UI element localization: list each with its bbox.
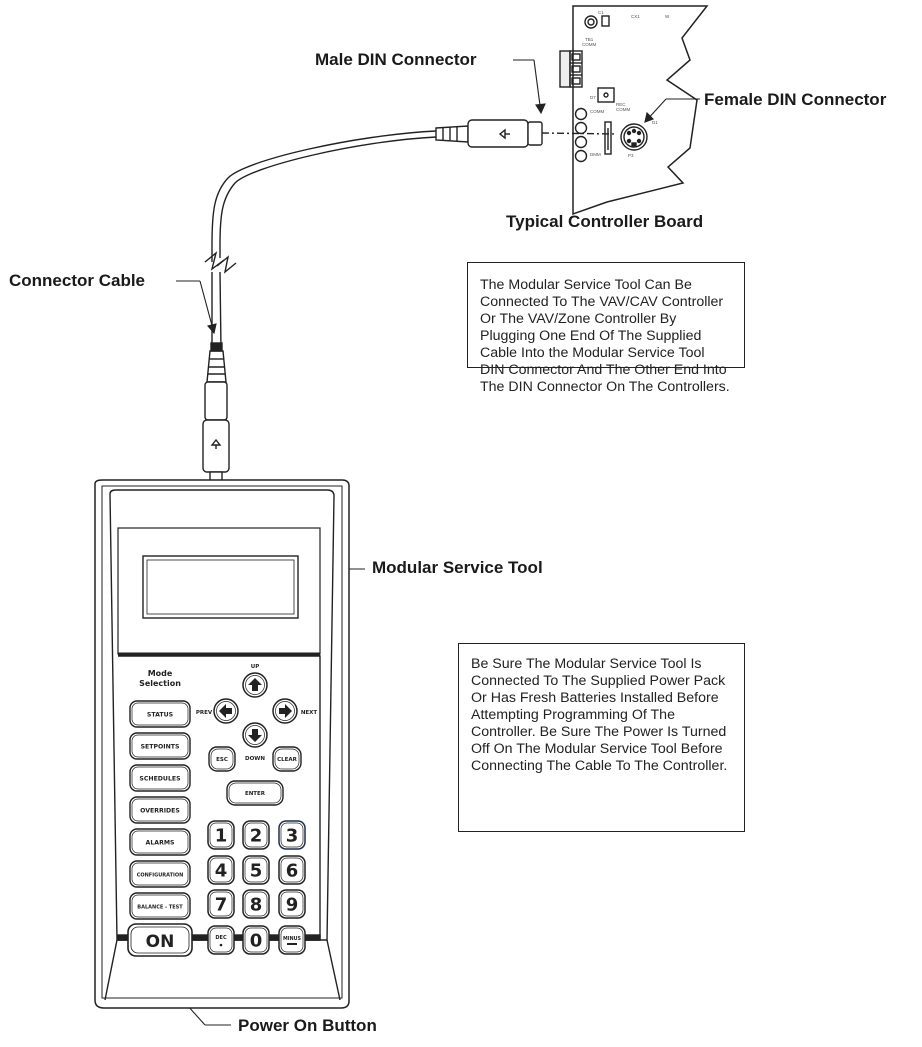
mode-button-alarms[interactable]: ALARMS [129, 828, 191, 856]
modular-service-tool-label: Modular Service Tool [372, 558, 543, 577]
prev-label: PREV [196, 710, 213, 716]
controller-board-label: Typical Controller Board [506, 212, 704, 231]
mode-button-label: BALANCE - TEST [137, 905, 183, 911]
connection-note: The Modular Service Tool Can Be Connecte… [467, 262, 745, 395]
enter-button[interactable]: ENTER [226, 780, 284, 806]
mode-button-setpoints[interactable]: SETPOINTS [129, 732, 191, 760]
digit-9-button[interactable]: 9 [278, 889, 306, 919]
board-label: C1 [598, 10, 604, 15]
down-arrow-icon [248, 729, 262, 742]
left-arrow-icon [219, 704, 232, 718]
digit-label: 3 [286, 826, 299, 847]
digit-label: 4 [215, 861, 228, 882]
digit-label: 6 [286, 861, 299, 882]
board-label: D7 [590, 95, 596, 100]
prev-arrow-button[interactable] [213, 698, 239, 724]
digit-8-button[interactable]: 8 [242, 889, 270, 919]
clear-button[interactable]: CLEAR [272, 746, 302, 772]
minus-label: MINUS [283, 936, 301, 942]
board-label: COMM [582, 42, 596, 47]
digit-5-button[interactable]: 5 [242, 855, 270, 885]
board-label: COMM [590, 109, 604, 114]
digit-0-button[interactable]: 0 [242, 925, 270, 955]
up-label: UP [251, 664, 260, 670]
decimal-point-icon [219, 943, 223, 947]
connector-cable [202, 119, 617, 483]
down-arrow-button[interactable] [242, 722, 268, 748]
mode-button-label: OVERRIDES [140, 808, 180, 815]
mode-button-label: STATUS [147, 712, 173, 719]
board-label: REC [616, 102, 626, 107]
mode-button-balance-test[interactable]: BALANCE - TEST [129, 892, 191, 920]
dec-label: DEC [215, 935, 227, 941]
digit-4-button[interactable]: 4 [207, 855, 235, 885]
minus-button[interactable]: MINUS [278, 925, 306, 955]
digit-label: 7 [215, 895, 228, 916]
mode-button-configuration[interactable]: CONFIGURATION [129, 860, 191, 888]
male-din-label: Male DIN Connector [315, 50, 477, 69]
female-din-label: Female DIN Connector [704, 90, 887, 109]
digit-label: 5 [250, 861, 263, 882]
esc-button-label: ESC [216, 757, 228, 763]
mode-button-status[interactable]: STATUS [129, 700, 191, 728]
digit-label: 1 [215, 826, 228, 847]
clear-button-label: CLEAR [277, 757, 298, 763]
next-label: NEXT [301, 710, 318, 716]
digit-label: 9 [286, 895, 299, 916]
digit-2-button[interactable]: 2 [242, 820, 270, 850]
board-label: P3 [628, 153, 634, 158]
mode-button-label: SETPOINTS [141, 744, 180, 751]
connector-cable-label: Connector Cable [9, 271, 146, 290]
digit-label: 0 [250, 931, 263, 952]
digit-3-button[interactable]: 3 [278, 820, 306, 850]
power-on-button-label: Power On Button [238, 1016, 377, 1035]
enter-button-label: ENTER [245, 791, 266, 797]
digit-label: 8 [250, 895, 263, 916]
board-label: DMM [590, 152, 601, 157]
board-label: D1 [652, 120, 658, 125]
right-arrow-icon [279, 704, 292, 718]
board-label: TB1 [585, 37, 594, 42]
digit-1-button[interactable]: 1 [207, 820, 235, 850]
controller-board: C1 CX1 W TB1 COMM COMM REC COMM D7 DMM P… [559, 5, 709, 216]
power-on-button[interactable]: ON [127, 923, 193, 957]
up-arrow-icon [248, 678, 262, 691]
down-label: DOWN [245, 756, 265, 762]
mode-button-label: CONFIGURATION [137, 873, 184, 879]
next-arrow-button[interactable] [272, 698, 298, 724]
digit-7-button[interactable]: 7 [207, 889, 235, 919]
mode-button-schedules[interactable]: SCHEDULES [129, 764, 191, 792]
female-din-socket [620, 123, 648, 151]
mode-button-overrides[interactable]: OVERRIDES [129, 796, 191, 824]
dec-button[interactable]: DEC [207, 925, 235, 955]
esc-button[interactable]: ESC [208, 746, 236, 772]
terminal-block [559, 50, 583, 88]
board-label: W [665, 14, 670, 19]
power-on-label: ON [146, 932, 175, 952]
mode-button-label: SCHEDULES [139, 776, 180, 783]
mode-button-label: ALARMS [146, 840, 175, 847]
up-arrow-button[interactable] [242, 672, 268, 698]
board-label: CX1 [631, 14, 640, 19]
digit-6-button[interactable]: 6 [278, 855, 306, 885]
minus-icon [287, 943, 297, 945]
power-note: Be Sure The Modular Service Tool Is Conn… [458, 643, 745, 832]
digit-label: 2 [250, 826, 263, 847]
board-label: COMM [616, 107, 630, 112]
